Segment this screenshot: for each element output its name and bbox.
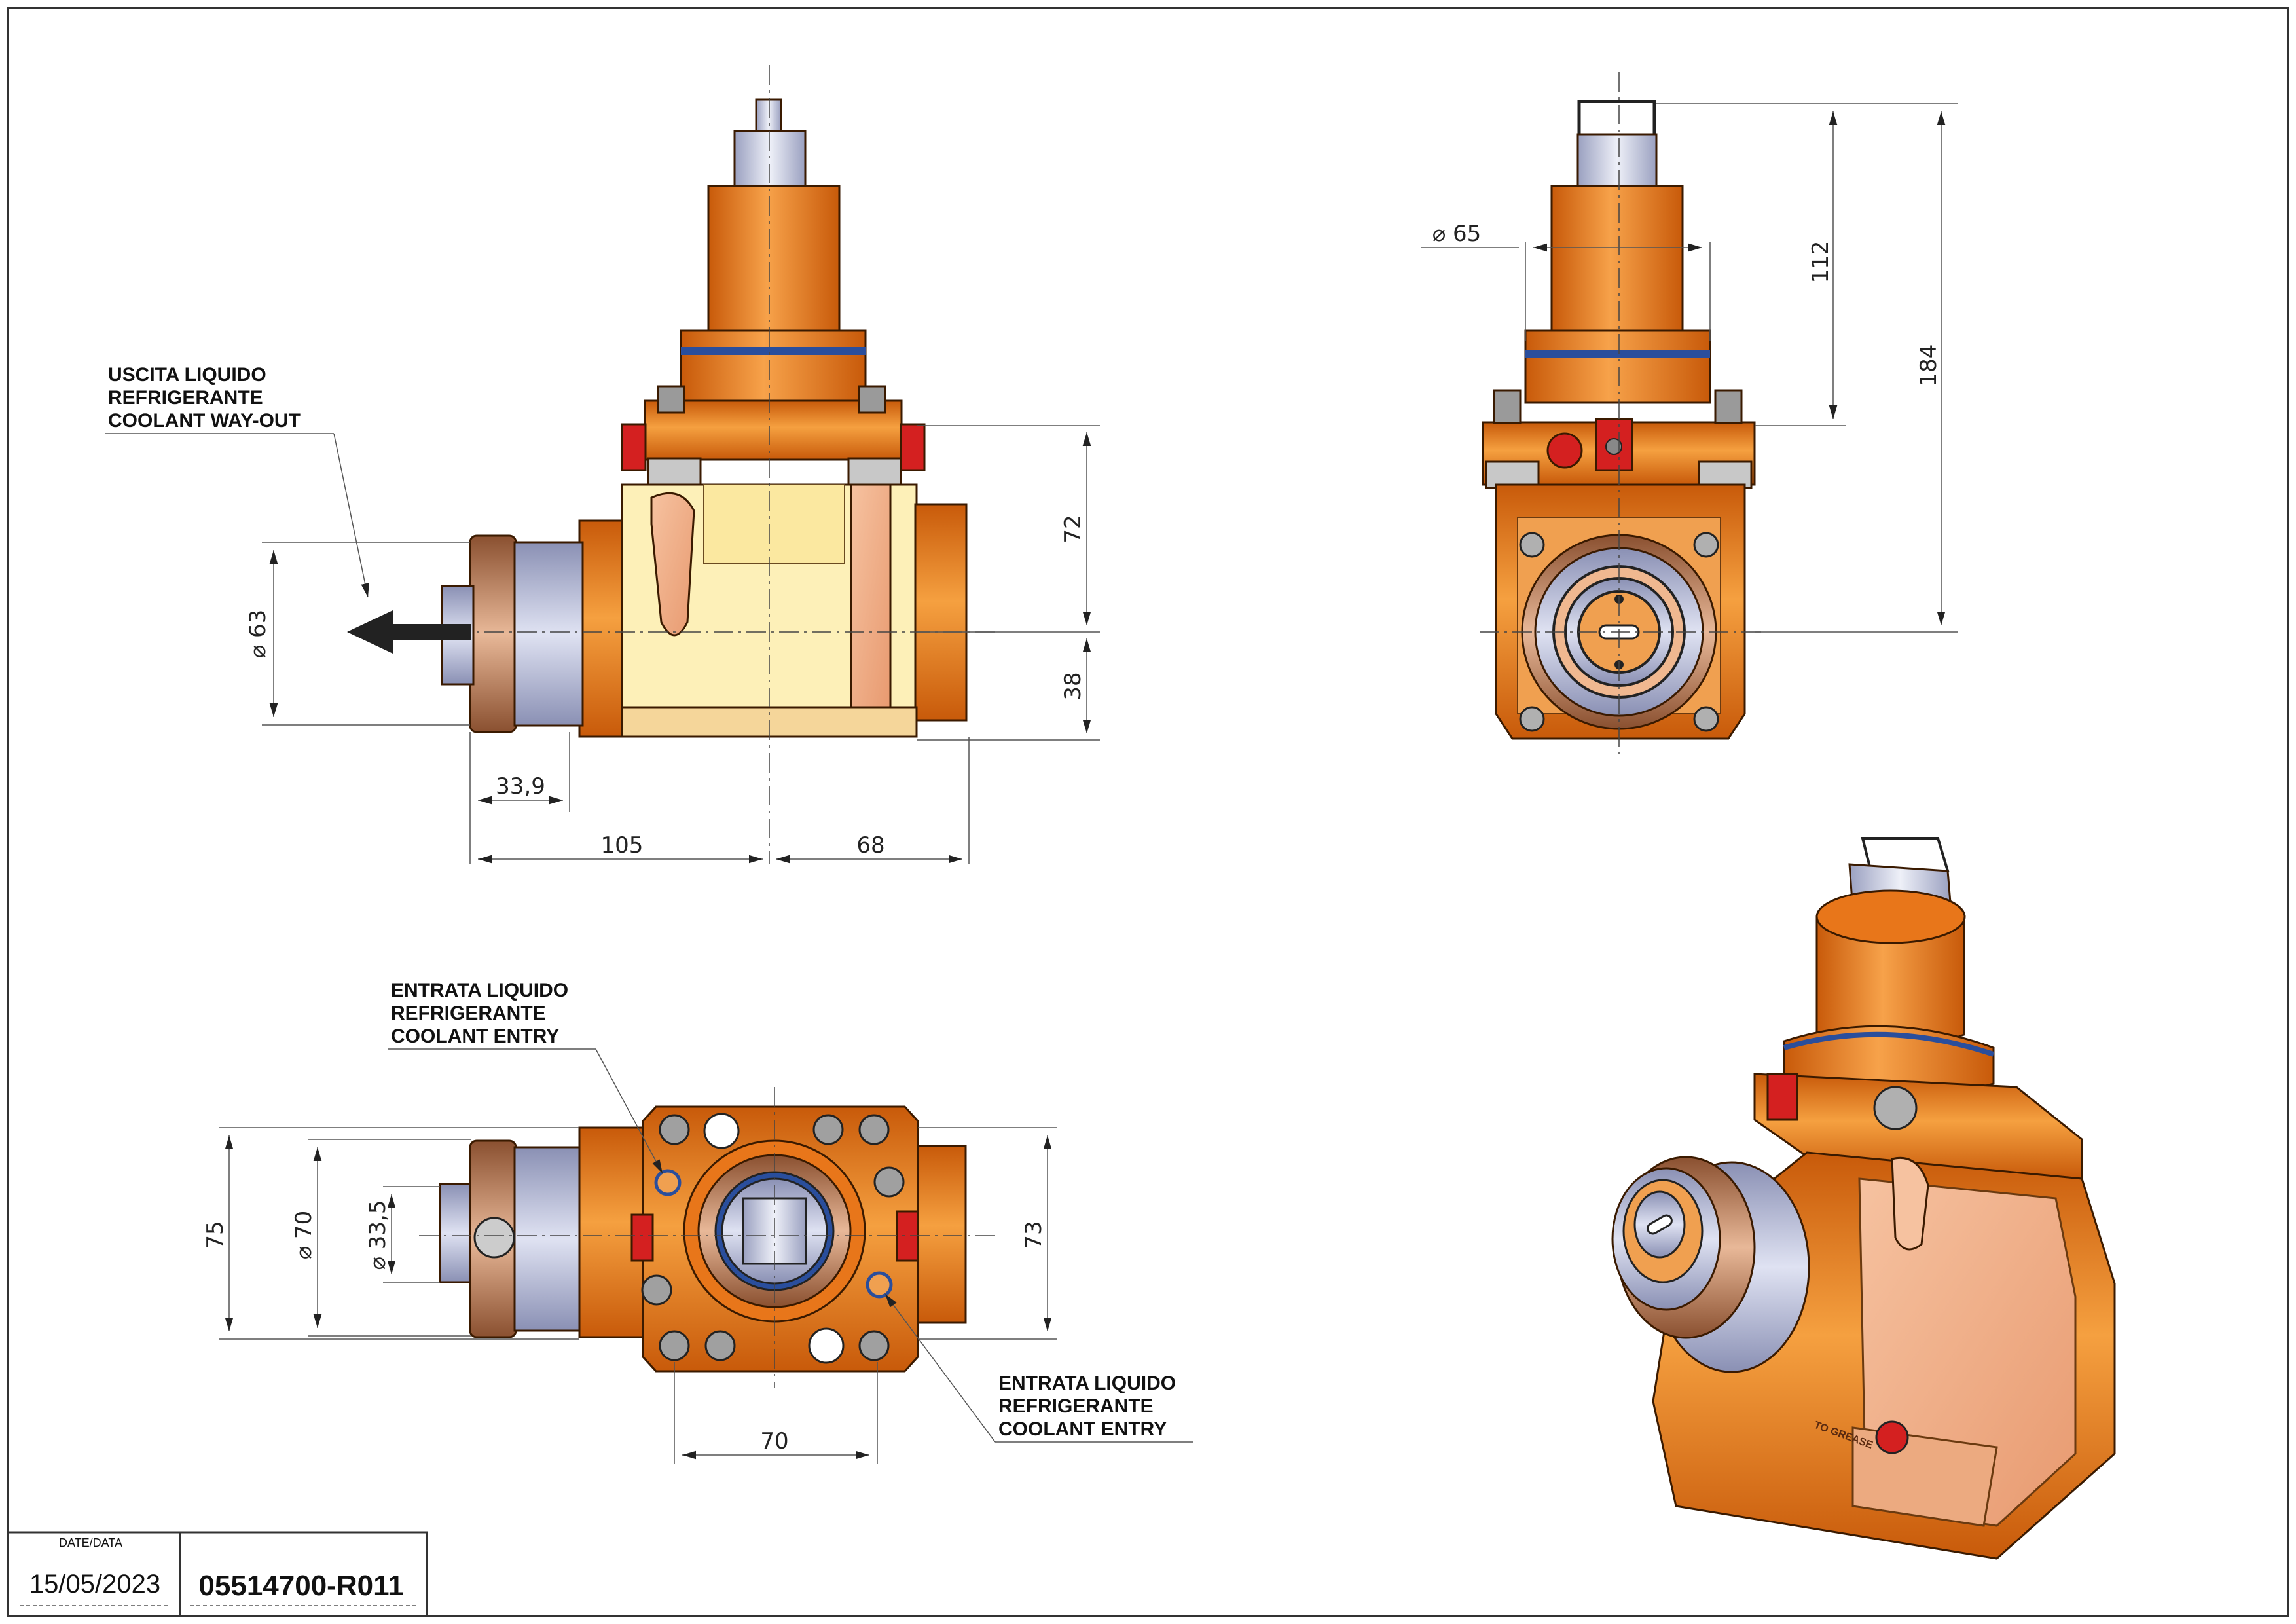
date-label: DATE/DATA <box>59 1536 122 1549</box>
top-pin-hole-2 <box>808 1327 845 1364</box>
front-red-plug-left <box>621 423 647 471</box>
front-upper-cylinder <box>707 185 841 333</box>
top-red-port-left <box>630 1213 654 1262</box>
svg-text:REFRIGERANTE: REFRIGERANTE <box>391 1003 546 1024</box>
dim-h38: 38 <box>1060 672 1086 700</box>
drawing-code: 05514700-R011 <box>198 1570 403 1602</box>
side-shaft-collar <box>1576 133 1658 189</box>
dim-w70: 70 <box>760 1428 788 1454</box>
front-red-plug-right <box>900 423 926 471</box>
dim-h73: 73 <box>1021 1221 1047 1249</box>
title-block: DATE/DATA 15/05/2023 05514700-R011 <box>7 1531 428 1617</box>
side-view <box>1480 72 1761 760</box>
side-red-plug <box>1546 432 1583 469</box>
dim-h112: 112 <box>1808 241 1834 284</box>
side-clamp-left <box>1485 460 1540 489</box>
front-body-right-block <box>914 503 968 722</box>
front-shaft-collar <box>733 130 807 190</box>
front-spindle-body <box>513 541 584 727</box>
front-spindle-nut <box>469 534 517 733</box>
dim-h72: 72 <box>1060 515 1086 543</box>
top-dimensions: 75 ⌀ 70 ⌀ 33,5 73 70 <box>202 1127 1057 1464</box>
front-clamp-left <box>647 457 702 486</box>
side-dimensions: ⌀ 65 112 184 <box>1421 103 1958 633</box>
svg-text:USCITA LIQUIDO: USCITA LIQUIDO <box>108 364 266 386</box>
side-upper-cylinder <box>1550 185 1684 333</box>
dim-d70: ⌀ 70 <box>291 1211 317 1260</box>
dim-h184: 184 <box>1916 344 1942 387</box>
dim-h75: 75 <box>202 1221 228 1249</box>
front-seal-ring <box>681 347 866 355</box>
note-coolant-way-out: USCITA LIQUIDO REFRIGERANTE COOLANT WAY-… <box>105 364 369 598</box>
top-body-right-block <box>912 1145 967 1324</box>
front-clamp-right <box>847 457 902 486</box>
coolant-out-arrow <box>347 610 471 654</box>
svg-text:COOLANT WAY-OUT: COOLANT WAY-OUT <box>108 410 301 432</box>
front-dimensions: ⌀ 63 72 38 33,9 105 68 <box>245 425 1100 864</box>
dim-d63: ⌀ 63 <box>245 610 271 659</box>
note-coolant-entry-2: ENTRATA LIQUIDO REFRIGERANTE COOLANT ENT… <box>884 1293 1193 1443</box>
front-bolt-right <box>858 385 886 414</box>
dim-w68: 68 <box>856 832 884 858</box>
front-view <box>347 65 995 864</box>
dim-d33-5: ⌀ 33,5 <box>365 1200 391 1270</box>
iso-grease-port <box>1875 1420 1909 1454</box>
dim-d65: ⌀ 65 <box>1432 221 1482 247</box>
front-bolt-left <box>657 385 685 414</box>
top-spindle-tip <box>439 1183 473 1283</box>
side-bolt-left <box>1493 389 1522 424</box>
svg-text:REFRIGERANTE: REFRIGERANTE <box>998 1395 1154 1417</box>
front-coolant-channel <box>850 483 892 709</box>
front-flange <box>680 329 867 404</box>
top-spindle-body <box>513 1146 584 1332</box>
side-shaft-tip <box>1577 100 1656 138</box>
note-coolant-entry-1: ENTRATA LIQUIDO REFRIGERANTE COOLANT ENT… <box>388 980 663 1174</box>
svg-text:ENTRATA LIQUIDO: ENTRATA LIQUIDO <box>998 1373 1176 1394</box>
svg-text:REFRIGERANTE: REFRIGERANTE <box>108 387 263 409</box>
top-view <box>419 1087 995 1388</box>
dim-w33-9: 33,9 <box>496 773 545 800</box>
drawing-date: 15/05/2023 <box>29 1570 160 1598</box>
front-body-window <box>703 484 845 564</box>
coolant-entry-port-2 <box>866 1271 893 1299</box>
svg-text:COOLANT ENTRY: COOLANT ENTRY <box>391 1025 559 1047</box>
side-seal-ring <box>1525 350 1710 358</box>
iso-red-plug <box>1766 1073 1798 1121</box>
top-pin-hole-1 <box>703 1113 740 1149</box>
svg-text:COOLANT ENTRY: COOLANT ENTRY <box>998 1418 1167 1440</box>
svg-text:ENTRATA LIQUIDO: ENTRATA LIQUIDO <box>391 980 568 1001</box>
isometric-view: TO GREASE <box>1611 837 2116 1560</box>
side-bolt-right <box>1714 389 1743 424</box>
dim-w105: 105 <box>601 832 644 858</box>
iso-spindle-slot <box>1647 1214 1673 1235</box>
sheet-frame <box>7 7 2289 1617</box>
front-coolant-port <box>650 492 695 637</box>
front-shaft-tip <box>755 98 782 134</box>
coolant-entry-port-1 <box>654 1169 682 1196</box>
side-flange <box>1524 329 1711 404</box>
